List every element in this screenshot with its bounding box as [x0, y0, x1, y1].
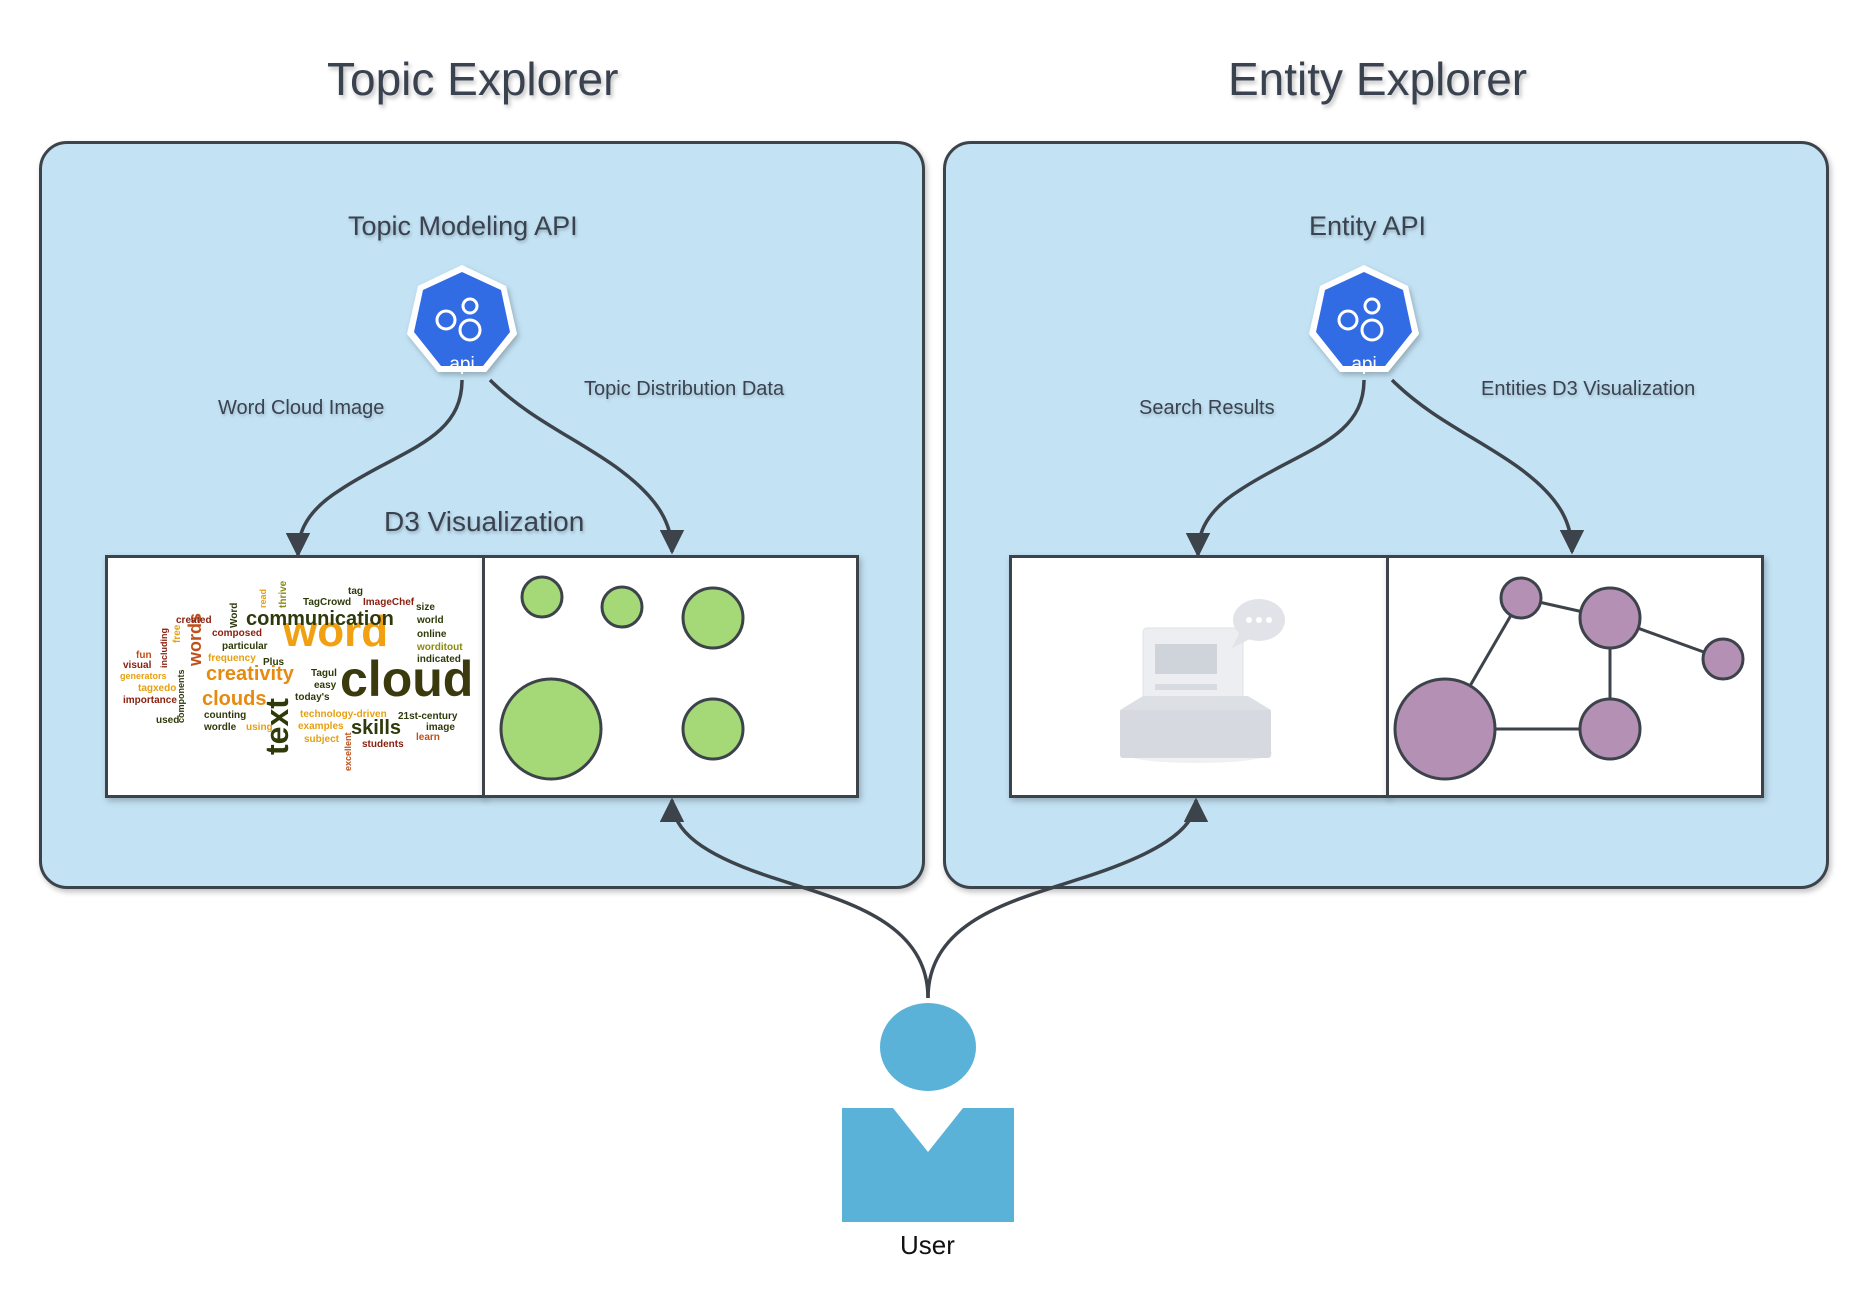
word-cloud-word-world: world: [416, 615, 444, 626]
entity-graph: [1393, 576, 1745, 781]
user-icon: [842, 1003, 1014, 1222]
word-cloud-word-composed: composed: [212, 628, 262, 639]
word-cloud-word-wordle: wordle: [203, 722, 237, 733]
word-cloud-word-communication: communication: [246, 608, 394, 630]
word-cloud-word-counting: counting: [204, 710, 246, 721]
word-cloud-word-cloud: cloud: [340, 651, 473, 707]
topic-bubble: [520, 575, 564, 619]
entities-d3-visualization-label: Entities D3 Visualization: [1481, 378, 1696, 400]
word-cloud-word-worditout: worditout: [416, 642, 463, 653]
word-cloud-word-tagul: Tagul: [311, 668, 337, 679]
word-cloud-word-examples: examples: [298, 721, 344, 732]
word-cloud-word-learn: learn: [416, 732, 440, 743]
topic-bubbles-box: [482, 555, 859, 798]
word-cloud-word-indicated: indicated: [417, 654, 461, 665]
entity-api-label: Entity API: [1309, 211, 1427, 241]
entity-explorer-title: Entity Explorer: [1228, 53, 1528, 105]
word-cloud-word-fun: fun: [136, 650, 152, 661]
word-cloud-word-created: created: [176, 615, 212, 626]
word-cloud-word-tagcrowd: TagCrowd: [303, 597, 351, 608]
word-cloud-image: word cloud text communication creativity…: [120, 580, 473, 771]
word-cloud-word-tag: tag: [348, 586, 363, 597]
search-results-label: Search Results: [1139, 397, 1275, 419]
word-cloud-word-including: including: [159, 628, 169, 668]
word-cloud-word-free: free: [172, 624, 183, 643]
word-cloud-word-size: size: [416, 602, 435, 613]
word-cloud-word-importance: importance: [123, 695, 177, 706]
word-cloud-word-thrive: thrive: [278, 580, 289, 608]
word-cloud-word-students: students: [362, 739, 404, 750]
entity-graph-box: [1386, 555, 1764, 798]
word-cloud-word-word: word: [282, 607, 388, 656]
word-cloud-word-used: used: [156, 715, 179, 726]
word-cloud-word-words: words: [185, 613, 205, 667]
entity-node: [1578, 586, 1642, 650]
word-cloud-word-frequency: frequency: [208, 653, 256, 664]
word-cloud-word-online: online: [417, 629, 447, 640]
entity-node: [1393, 677, 1497, 781]
word-cloud-word-technology-driven: technology-driven: [300, 709, 387, 720]
word-cloud-word-todays: today's: [295, 692, 330, 703]
user-label: User: [900, 1230, 955, 1260]
word-cloud-word-text: text: [259, 698, 295, 755]
entity-node: [1499, 576, 1543, 620]
word-cloud-box: word cloud text communication creativity…: [105, 555, 485, 798]
word-cloud-word-visual: visual: [123, 660, 152, 671]
entity-node: [1701, 637, 1745, 681]
word-cloud-word-21st-century: 21st-century: [398, 711, 458, 722]
word-cloud-word-word-small: Word: [229, 603, 240, 628]
word-cloud-word-imagechef: ImageChef: [363, 597, 415, 608]
word-cloud-word-components: components: [176, 669, 186, 723]
word-cloud-word-using: using: [246, 722, 273, 733]
word-cloud-word-subject: subject: [304, 734, 340, 745]
word-cloud-word-image: image: [426, 722, 455, 733]
word-cloud-word-tagxedo: tagxedo: [138, 683, 176, 694]
word-cloud-word-clouds: clouds: [202, 688, 266, 710]
topic-bubbles-chart: [499, 575, 745, 781]
word-cloud-image-label: Word Cloud Image: [218, 397, 385, 419]
word-cloud-word-generators: generators: [120, 671, 167, 681]
topic-modeling-api-label: Topic Modeling API: [348, 211, 578, 241]
topic-bubble: [681, 697, 745, 761]
empty-inbox-icon: [1120, 599, 1285, 763]
d3-visualization-label: D3 Visualization: [384, 506, 585, 537]
topic-bubble: [499, 677, 603, 781]
topic-explorer-title: Topic Explorer: [327, 53, 619, 105]
word-cloud-word-creativity: creativity: [206, 663, 295, 685]
word-cloud-word-plus: Plus: [263, 657, 285, 668]
topic-distribution-data-label: Topic Distribution Data: [584, 378, 785, 400]
search-results-box: [1009, 555, 1389, 798]
chat-bubble-icon: [1232, 599, 1285, 648]
topic-bubble: [681, 586, 745, 650]
entity-node: [1578, 697, 1642, 761]
topic-bubble: [600, 585, 644, 629]
word-cloud-word-easy: easy: [314, 680, 337, 691]
word-cloud-word-excellent: excellent: [343, 732, 353, 771]
word-cloud-word-read: read: [258, 589, 268, 608]
word-cloud-word-particular: particular: [222, 641, 268, 652]
word-cloud-word-skills: skills: [351, 717, 401, 739]
